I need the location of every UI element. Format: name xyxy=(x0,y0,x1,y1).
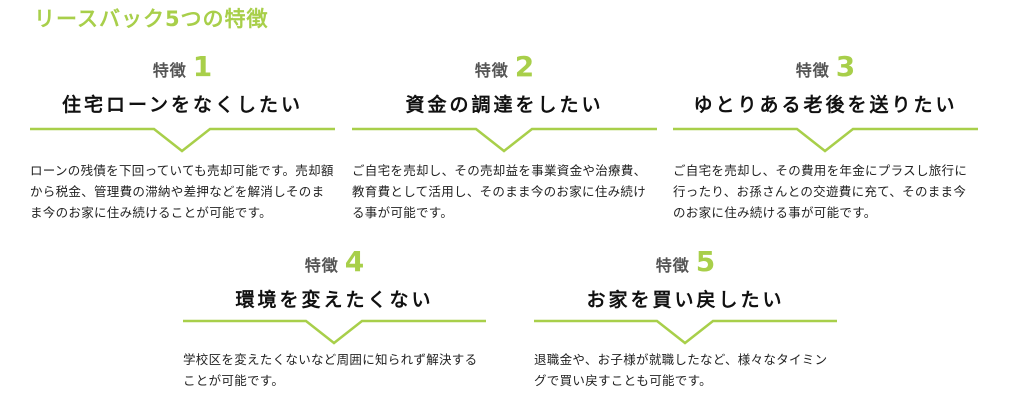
feature-heading-5: 特徴 5 xyxy=(534,245,837,278)
divider-chevron xyxy=(352,127,657,153)
feature-card-2: 特徴 2 資金の調達をしたい ご自宅を売却し、その売却益を事業資金や治療費、教育費… xyxy=(352,50,657,250)
feature-description: ローンの残債を下回っていても売却可能です。売却額から税金、管理費の滞納や差押など… xyxy=(30,163,334,220)
feature-card-5: 特徴 5 お家を買い戻したい 退職金や、お子様が就職したなど、様々なタイミングで買… xyxy=(534,245,837,405)
divider-chevron xyxy=(534,319,837,345)
feature-card-1: 特徴 1 住宅ローンをなくしたい ローンの残債を下回っていても売却可能です。売却額… xyxy=(30,50,335,250)
feature-title: 環境を変えたくない xyxy=(235,289,434,311)
feature-title: 住宅ローンをなくしたい xyxy=(61,94,304,116)
divider-chevron xyxy=(183,319,486,345)
feature-heading-1: 特徴 1 xyxy=(30,50,335,83)
feature-number: 5 xyxy=(695,245,716,278)
feature-title: ゆとりある老後を送りたい xyxy=(693,94,958,116)
feature-number: 2 xyxy=(514,50,535,83)
feature-description: ご自宅を売却し、その売却益を事業資金や治療費、教育費として活用し、そのまま今のお… xyxy=(352,163,647,220)
feature-heading-3: 特徴 3 xyxy=(673,50,978,83)
feature-card-4: 特徴 4 環境を変えたくない 学校区を変えたくないなど周囲に知られず解決することが… xyxy=(183,245,486,405)
divider-chevron xyxy=(30,127,335,153)
feature-description: 学校区を変えたくないなど周囲に知られず解決することが可能です。 xyxy=(183,352,478,388)
section-title: リースバック5つの特徴 xyxy=(34,7,269,31)
feature-label: 特徴 xyxy=(655,256,690,275)
feature-heading-2: 特徴 2 xyxy=(352,50,657,83)
feature-description: ご自宅を売却し、その費用を年金にプラスし旅行に行ったり、お孫さんとの交遊費に充て… xyxy=(673,163,968,220)
feature-label: 特徴 xyxy=(795,61,830,80)
feature-label: 特徴 xyxy=(152,61,187,80)
feature-number: 1 xyxy=(192,50,213,83)
feature-label: 特徴 xyxy=(304,256,339,275)
feature-description: 退職金や、お子様が就職したなど、様々なタイミングで買い戻すことも可能です。 xyxy=(534,352,828,388)
feature-label: 特徴 xyxy=(474,61,509,80)
feature-number: 3 xyxy=(835,50,856,83)
feature-title: 資金の調達をしたい xyxy=(405,94,604,116)
divider-chevron xyxy=(673,127,978,153)
feature-heading-4: 特徴 4 xyxy=(183,245,486,278)
feature-title: お家を買い戻したい xyxy=(586,289,785,311)
feature-number: 4 xyxy=(344,245,365,278)
feature-card-3: 特徴 3 ゆとりある老後を送りたい ご自宅を売却し、その費用を年金にプラスし旅行に… xyxy=(673,50,978,250)
